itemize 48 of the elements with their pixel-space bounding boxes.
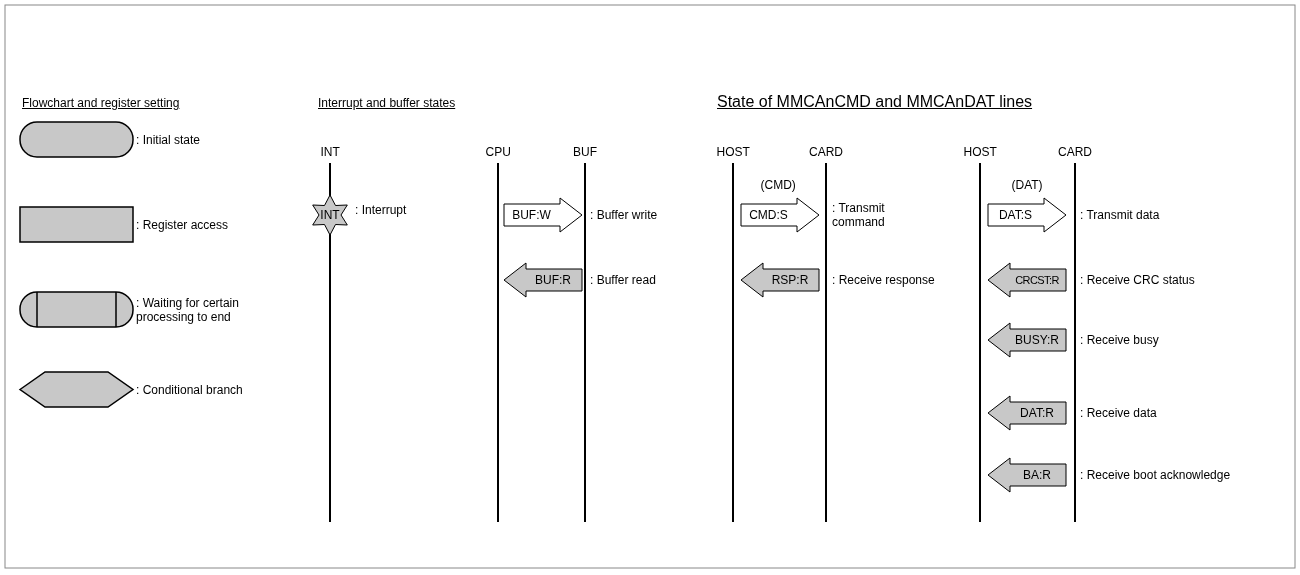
terminal-shape [19, 121, 134, 158]
description-text: : Buffer read [590, 273, 656, 287]
wait-shape [19, 291, 134, 328]
column-label: BUF [573, 145, 597, 159]
left-arrow-shape [740, 262, 820, 298]
column-label: CPU [485, 145, 511, 159]
left-arrow-shape [987, 322, 1067, 358]
star-shape [310, 195, 350, 235]
description-text: : Waiting for certain processing to end [136, 295, 240, 324]
description-text: : Receive data [1080, 406, 1157, 420]
column-label: CARD [1058, 145, 1092, 159]
right-arrow-shape [987, 197, 1067, 233]
column-label: HOST [716, 145, 750, 159]
shape-label: DAT:S [997, 207, 1034, 224]
left-arrow-shape [503, 262, 583, 298]
right-arrow-shape [740, 197, 820, 233]
shape-label: RSP:R [770, 272, 810, 289]
right-arrow-shape [503, 197, 583, 233]
description-text: : Transmit data [1080, 208, 1160, 222]
description-text: : Buffer write [590, 208, 658, 222]
section-heading: Flowchart and register setting [22, 96, 180, 110]
shape-label: CMD:S [748, 207, 789, 224]
shape-label: BUF:R [534, 272, 572, 289]
description-text: : Register access [136, 217, 230, 232]
shape-label: BUF:W [511, 207, 552, 224]
shape-label: INT [319, 207, 341, 224]
column-label: HOST [963, 145, 997, 159]
section-heading: State of MMCAnCMD and MMCAnDAT lines [717, 93, 1033, 111]
left-arrow-shape [987, 262, 1067, 298]
shape-label: DAT:R [1019, 405, 1055, 422]
description-text: : Receive boot acknowledge [1080, 468, 1231, 482]
description-text: : Receive busy [1080, 333, 1159, 347]
left-arrow-shape [987, 457, 1067, 493]
column-label: CARD [809, 145, 843, 159]
description-text: : Receive response [832, 273, 935, 287]
left-arrow-shape [987, 395, 1067, 431]
description-text: : Transmit command [832, 201, 886, 229]
description-text: : Receive CRC status [1080, 273, 1195, 287]
shape-label: BUSY:R [1014, 332, 1060, 349]
shape-label: BA:R [1022, 467, 1052, 484]
shape-label: CRCST:R [1014, 273, 1060, 288]
description-text: : Interrupt [355, 203, 407, 217]
description-text: : Conditional branch [136, 382, 244, 397]
process-shape [19, 206, 134, 243]
decision-shape [18, 371, 135, 408]
description-text: : Initial state [136, 132, 202, 147]
column-label: INT [320, 145, 340, 159]
section-heading: Interrupt and buffer states [318, 96, 456, 110]
